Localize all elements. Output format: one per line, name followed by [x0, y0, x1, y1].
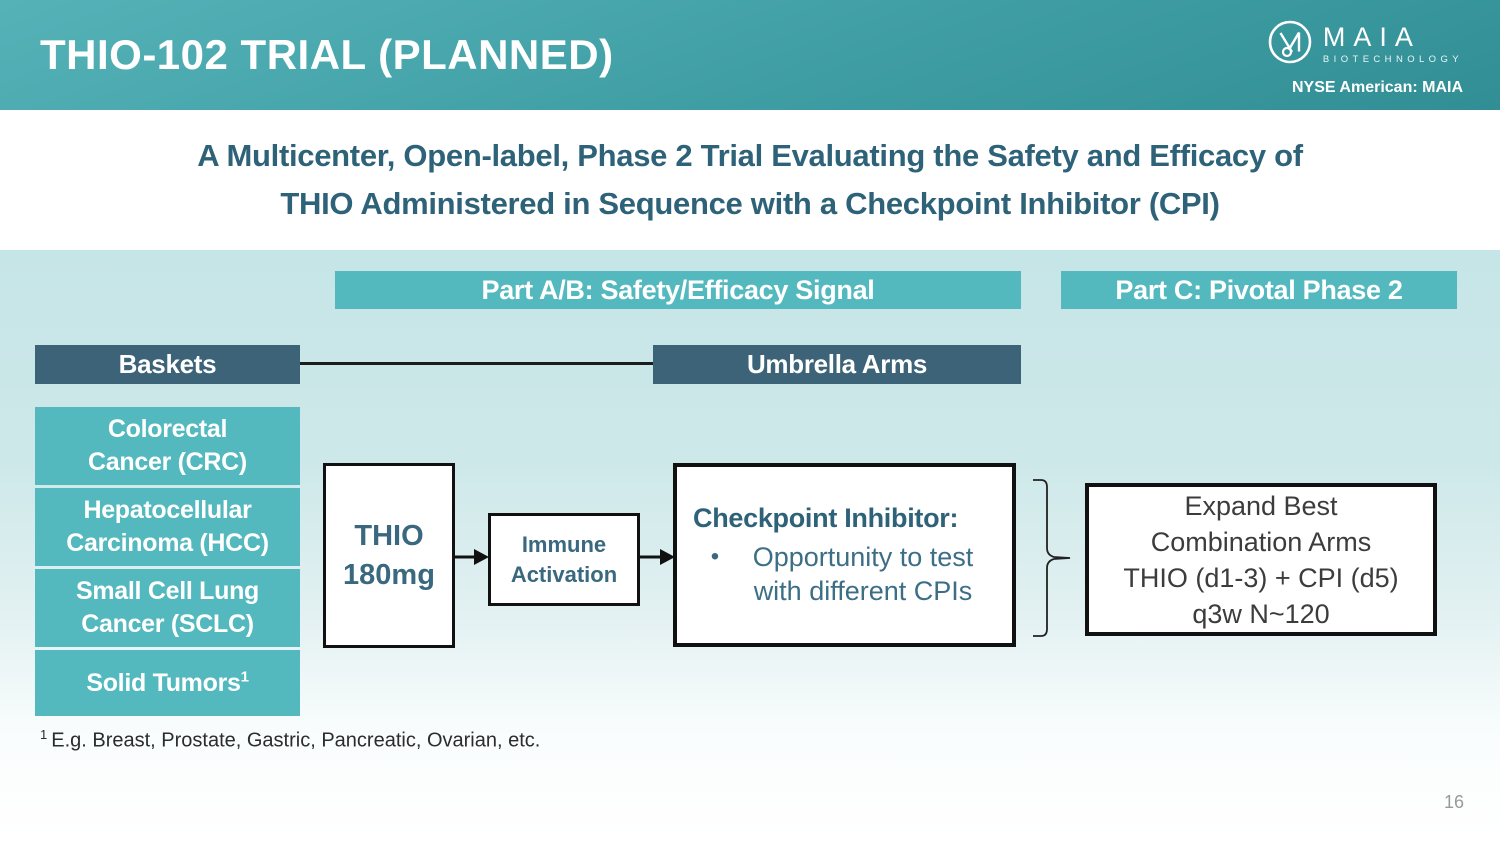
- subtitle-band: A Multicenter, Open-label, Phase 2 Trial…: [0, 110, 1500, 250]
- checkpoint-title: Checkpoint Inhibitor:: [693, 502, 959, 533]
- part-c-band: Part C: Pivotal Phase 2: [1061, 271, 1457, 309]
- arrow-right-icon: [638, 546, 675, 573]
- footnote-sup: 1: [40, 727, 48, 742]
- logo-block: MAIA BIOTECHNOLOGY NYSE American: MAIA: [1266, 18, 1463, 97]
- ticker-text: NYSE American: MAIA: [1292, 79, 1463, 96]
- baskets-umbrella-connector-line: [300, 362, 653, 365]
- page-number: 16: [1443, 792, 1464, 812]
- subtitle-line-1: A Multicenter, Open-label, Phase 2 Trial…: [197, 137, 1303, 173]
- basket-item-hcc: Hepatocellular Carcinoma (HCC): [35, 488, 300, 566]
- part-ab-band: Part A/B: Safety/Efficacy Signal: [335, 271, 1021, 309]
- thio-dose-box: THIO 180mg: [323, 463, 455, 648]
- arrow-right-icon: [455, 546, 489, 573]
- checkpoint-bullet-text: Opportunity to test with different CPIs: [752, 541, 974, 606]
- checkpoint-inhibitor-box: Checkpoint Inhibitor: • Opportunity to t…: [673, 463, 1016, 647]
- basket-list: Colorectal Cancer (CRC) Hepatocellular C…: [35, 407, 300, 716]
- footnote-text: E.g. Breast, Prostate, Gastric, Pancreat…: [51, 729, 541, 752]
- expand-combination-box: Expand Best Combination Arms THIO (d1-3)…: [1085, 483, 1437, 636]
- bullet-icon: •: [710, 542, 720, 570]
- checkpoint-bullet-row: • Opportunity to test with different CPI…: [693, 540, 1002, 608]
- basket-item-sclc: Small Cell Lung Cancer (SCLC): [35, 569, 300, 647]
- header-bar: THIO-102 TRIAL (PLANNED) MAIA BIOTECHNOL…: [0, 0, 1500, 110]
- baskets-header: Baskets: [35, 345, 300, 384]
- maia-logo-icon: [1266, 18, 1314, 71]
- immune-activation-box: Immune Activation: [488, 513, 640, 606]
- logo-subtext: BIOTECHNOLOGY: [1322, 54, 1463, 65]
- right-brace-icon: [1032, 478, 1072, 645]
- umbrella-arms-header: Umbrella Arms: [653, 345, 1021, 384]
- basket-item-solid-tumors: Solid Tumors1: [35, 650, 300, 716]
- subtitle-line-2: THIO Administered in Sequence with a Che…: [280, 186, 1220, 221]
- page-title: THIO-102 TRIAL (PLANNED): [40, 31, 614, 78]
- basket-item-crc: Colorectal Cancer (CRC): [35, 407, 300, 485]
- footnote-marker: 1: [240, 668, 249, 686]
- logo-brand-text: MAIA: [1322, 22, 1421, 52]
